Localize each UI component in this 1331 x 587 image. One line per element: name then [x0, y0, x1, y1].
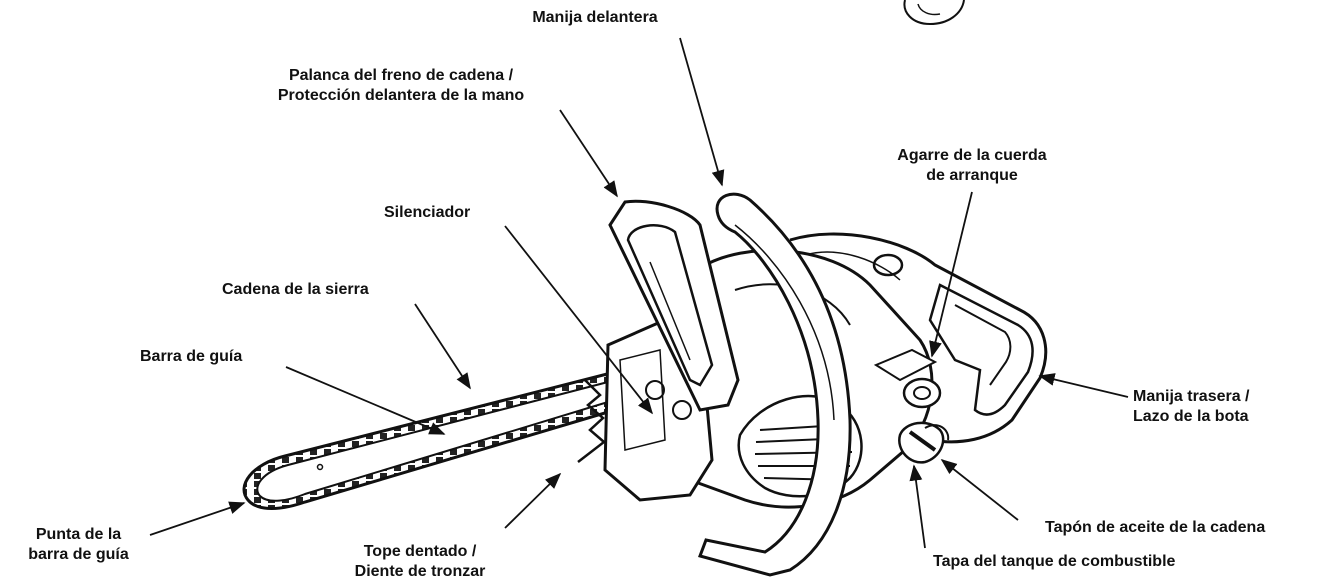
muffler-label: Silenciador	[384, 204, 471, 221]
bar-tip-label-line-2: barra de guía	[28, 546, 129, 563]
caps-shape	[873, 348, 950, 464]
bumper-spike-label: Tope dentado / Diente de tronzar	[325, 542, 515, 582]
starter-grip-label-line-2: de arranque	[926, 167, 1018, 184]
saw-chain-label: Cadena de la sierra	[222, 281, 369, 298]
rear-handle-label-line-2: Lazo de la bota	[1133, 408, 1249, 425]
rear-handle-label: Manija trasera / Lazo de la bota	[1133, 387, 1250, 427]
rear-handle-label-line-1: Manija trasera /	[1133, 388, 1250, 405]
chain-oil-cap-label: Tapón de aceite de la cadena	[1045, 519, 1266, 536]
chain-brake-label-line-1: Palanca del freno de cadena /	[288, 67, 514, 84]
bumper-spike-label-line-2: Diente de tronzar	[354, 563, 486, 580]
bar-tip-label: Punta de la barra de guía	[6, 525, 151, 565]
leader-lines	[149, 37, 1129, 549]
top-partial-part	[903, 0, 965, 26]
starter-grip-label: Agarre de la cuerda de arranque	[872, 146, 1072, 186]
chain-brake-label: Palanca del freno de cadena / Protección…	[242, 66, 560, 106]
front-handle-shape	[698, 192, 852, 577]
bumper-spike-label-line-1: Tope dentado /	[363, 543, 477, 560]
fuel-cap-label: Tapa del tanque de combustible	[933, 553, 1176, 570]
guide-bar-shape	[242, 370, 617, 510]
front-handle-label: Manija delantera	[532, 9, 658, 26]
guide-bar-label: Barra de guía	[140, 348, 243, 365]
chain-brake-label-line-2: Protección delantera de la mano	[277, 87, 525, 104]
hand-guard-shape	[608, 199, 740, 412]
bar-tip-label-line-1: Punta de la	[35, 526, 122, 543]
starter-grip-label-line-1: Agarre de la cuerda	[897, 147, 1047, 164]
